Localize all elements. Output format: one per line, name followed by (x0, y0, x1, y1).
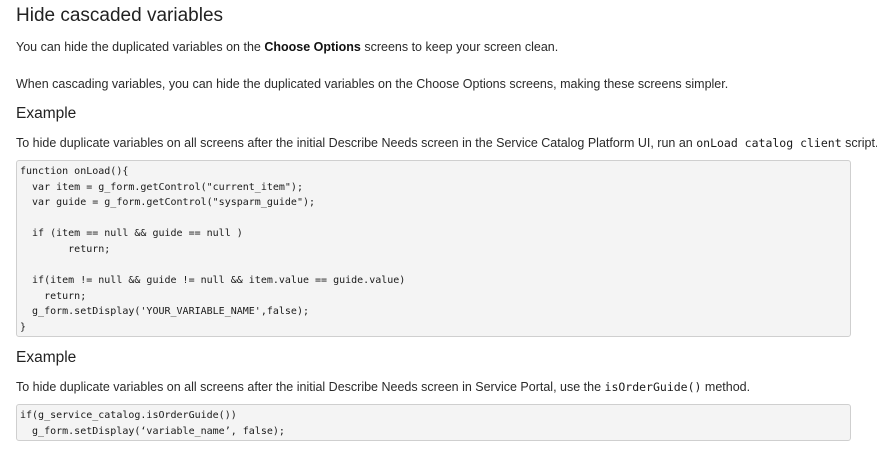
choose-options-bold: Choose Options (264, 40, 361, 54)
page-title: Hide cascaded variables (16, 5, 224, 26)
example-1-paragraph: To hide duplicate variables on all scree… (16, 136, 877, 150)
code-block-1-content[interactable]: function onLoad(){ var item = g_form.get… (20, 166, 406, 333)
code-block-2[interactable]: if(g_service_catalog.isOrderGuide()) g_f… (16, 404, 851, 441)
intro-paragraph: You can hide the duplicated variables on… (16, 40, 558, 54)
intro-text-after: screens to keep your screen clean. (360, 40, 559, 54)
intro-text-before: You can hide the duplicated variables on… (16, 40, 265, 54)
code-block-2-content[interactable]: if(g_service_catalog.isOrderGuide()) g_f… (20, 410, 285, 437)
example-heading-2: Example (16, 349, 77, 366)
code-block-1[interactable]: function onLoad(){ var item = g_form.get… (16, 160, 851, 337)
description-paragraph: When cascading variables, you can hide t… (16, 77, 729, 91)
example-heading-1: Example (16, 105, 77, 122)
example-1-text-before: To hide duplicate variables on all scree… (16, 136, 697, 150)
example-2-paragraph: To hide duplicate variables on all scree… (16, 380, 750, 394)
example-2-text-before: To hide duplicate variables on all scree… (16, 380, 605, 394)
example-2-inline-code: isOrderGuide() (604, 380, 702, 394)
example-1-inline-code: onLoad catalog client (696, 136, 842, 150)
example-1-text-after: script. (841, 136, 877, 150)
example-2-text-after: method. (701, 380, 751, 394)
